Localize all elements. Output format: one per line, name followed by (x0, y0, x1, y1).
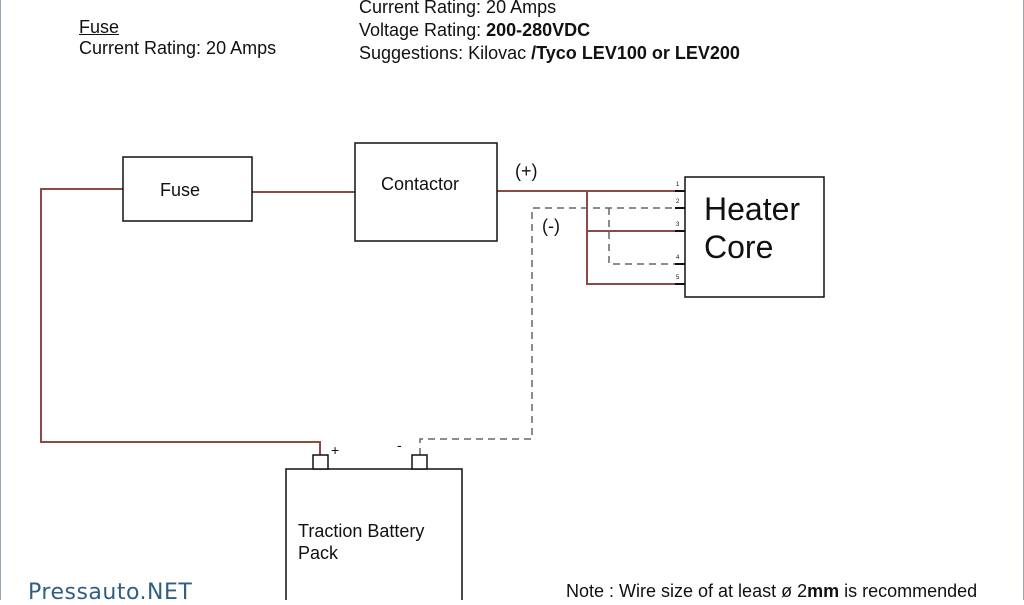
contactor-box (354, 142, 498, 242)
wire-size-note: Note : Wire size of at least ø 2mm is re… (566, 581, 978, 601)
contactor-voltage-rating: Voltage Rating: 200-280VDC (359, 20, 591, 40)
battery-to-fuse-wire (40, 188, 321, 455)
battery-positive-terminal (312, 454, 329, 470)
watermark-text: Pressauto.NET (28, 580, 193, 605)
negative-wire-label: (-) (542, 216, 560, 236)
heater-pin-number: 3 (676, 222, 680, 228)
contactor-suggestions: Suggestions: Kilovac /Tyco LEV100 or LEV… (359, 43, 740, 63)
battery-label-line1: Traction Battery (298, 521, 424, 541)
positive-wire-label: (+) (515, 161, 538, 181)
heater-pin-stubs (675, 190, 685, 285)
heater-return-tap (608, 208, 680, 265)
heater-pin-number: 5 (676, 275, 680, 281)
fuse-box (122, 156, 253, 222)
traction-battery-box (285, 468, 463, 600)
battery-return-wire (419, 207, 680, 455)
battery-negative-terminal (411, 454, 428, 470)
fuse-current-rating: Current Rating: 20 Amps (79, 38, 277, 58)
heater-core-label-line1: Heater (704, 191, 800, 227)
left-border (0, 0, 1, 600)
heater-core-box (684, 176, 825, 298)
battery-label-line2: Pack (298, 543, 339, 563)
contactor-current-rating: Current Rating: 20 Amps (359, 0, 557, 17)
heater-pin-number: 1 (676, 182, 680, 188)
battery-plus-sign: + (331, 442, 339, 458)
heater-pin-numbers: 1 2 3 4 5 (676, 182, 680, 281)
contactor-label: Contactor (381, 174, 459, 194)
battery-minus-sign: - (397, 437, 402, 453)
heater-feed-bus (586, 191, 680, 285)
heater-core-label-line2: Core (704, 229, 773, 265)
positive-wires (40, 188, 680, 455)
heater-pin-number: 2 (676, 199, 680, 205)
heater-pin-number: 4 (676, 255, 680, 261)
fuse-label: Fuse (160, 180, 200, 200)
fuse-notes-heading: Fuse (79, 17, 120, 37)
negative-wires (419, 207, 680, 455)
